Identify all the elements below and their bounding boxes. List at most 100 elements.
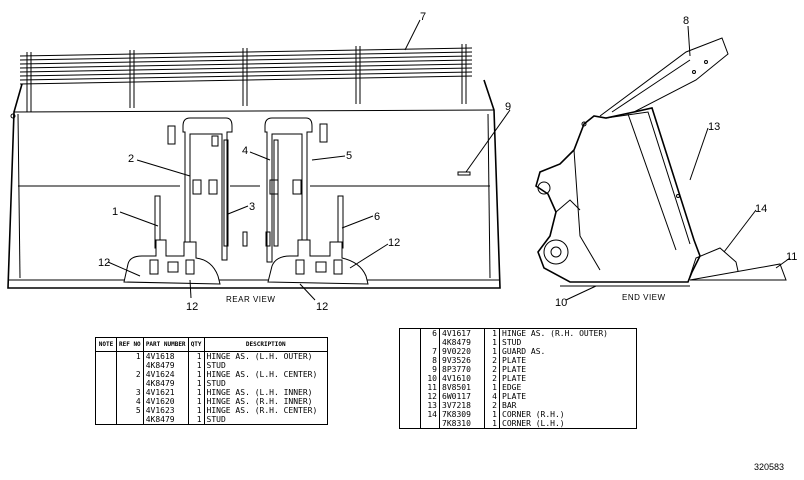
cell-note	[399, 338, 421, 347]
cell-desc: HINGE AS. (L.H. OUTER)	[203, 351, 328, 361]
cell-part: 9V3526	[439, 356, 485, 365]
cell-qty: 1	[484, 347, 500, 356]
guard-bars	[19, 44, 473, 112]
header-part-number: PART NUMBER	[142, 337, 189, 352]
cell-ref: 4	[116, 397, 144, 406]
cell-qty: 1	[187, 388, 205, 397]
cell-desc: STUD	[203, 361, 328, 370]
cell-qty: 1	[187, 379, 205, 388]
cell-note	[399, 347, 421, 356]
cell-part: 4V1623	[142, 406, 189, 415]
callout-6: 6	[374, 211, 380, 223]
cell-desc: HINGE AS. (L.H. INNER)	[203, 388, 328, 397]
cell-desc: BAR	[499, 401, 637, 410]
cell-part: 4V1621	[142, 388, 189, 397]
cell-qty: 1	[484, 383, 500, 392]
cell-desc: CORNER (L.H.)	[499, 419, 637, 429]
cell-part: 6W0117	[439, 392, 485, 401]
hinge-left-outer	[123, 195, 221, 285]
cell-part: 7K8309	[439, 410, 485, 419]
cell-qty: 4	[484, 392, 500, 401]
header-note: NOTE	[95, 337, 117, 352]
cell-ref	[116, 415, 144, 425]
cell-desc: STUD	[499, 338, 637, 347]
cell-ref: 8	[420, 356, 440, 365]
cell-ref	[420, 419, 440, 429]
callout-4: 4	[242, 145, 248, 157]
cell-part: 4V1610	[439, 374, 485, 383]
cell-part: 8P3770	[439, 365, 485, 374]
cell-note	[399, 365, 421, 374]
bucket-rear-outline	[7, 79, 501, 289]
cell-ref: 5	[116, 406, 144, 415]
cell-desc: STUD	[203, 415, 328, 425]
cell-desc: GUARD AS.	[499, 347, 637, 356]
rear-view-caption: REAR VIEW	[226, 295, 275, 304]
cell-qty: 2	[484, 365, 500, 374]
callout-12-a: 12	[98, 257, 110, 269]
cell-note	[399, 383, 421, 392]
rear-view-drawing	[7, 44, 501, 289]
plate-9-shape	[457, 171, 471, 176]
cell-part: 4K8479	[142, 361, 189, 370]
cell-part: 4V1618	[142, 351, 189, 361]
callout-1: 1	[112, 206, 118, 218]
hinge-right-outer	[267, 195, 369, 285]
cell-ref: 1	[116, 351, 144, 361]
cell-qty: 2	[484, 356, 500, 365]
cell-ref: 12	[420, 392, 440, 401]
cell-qty: 1	[187, 397, 205, 406]
cutting-edge-11	[689, 263, 787, 281]
cell-part: 4V1617	[439, 328, 485, 338]
cell-part: 4K8479	[142, 379, 189, 388]
cell-part: 7K8310	[439, 419, 485, 429]
cell-part: 4V1620	[142, 397, 189, 406]
cell-ref: 3	[116, 388, 144, 397]
cell-desc: EDGE	[499, 383, 637, 392]
callout-3: 3	[249, 201, 255, 213]
bucket-side-profile	[535, 107, 701, 283]
cell-part: 4V1624	[142, 370, 189, 379]
cell-note	[399, 374, 421, 383]
cell-qty: 1	[484, 328, 500, 338]
cell-ref	[116, 379, 144, 388]
header-ref: REF NO	[116, 337, 144, 352]
header-description: DESCRIPTION	[203, 337, 328, 352]
cell-note	[95, 370, 117, 379]
cell-part: 9V0220	[439, 347, 485, 356]
cell-ref: 7	[420, 347, 440, 356]
cell-part: 8V8501	[439, 383, 485, 392]
cell-note	[399, 328, 421, 338]
cell-desc: HINGE AS. (R.H. CENTER)	[203, 406, 328, 415]
parts-table-header: NOTE REF NO PART NUMBER QTY DESCRIPTION	[95, 337, 328, 352]
cell-note	[95, 388, 117, 397]
cell-qty: 1	[187, 370, 205, 379]
callout-labels: 7 8 9 2 4 5 3 1 6 12 12 12 12 13 14 11 1…	[98, 11, 797, 313]
header-qty: QTY	[187, 337, 205, 352]
cell-part: 3V7218	[439, 401, 485, 410]
cell-note	[95, 415, 117, 425]
drawing-number: 320583	[754, 462, 785, 472]
cell-note	[399, 392, 421, 401]
cell-part: 4K8479	[439, 338, 485, 347]
cell-qty: 1	[187, 406, 205, 415]
cell-qty: 1	[187, 361, 205, 370]
cell-qty: 1	[187, 415, 205, 425]
